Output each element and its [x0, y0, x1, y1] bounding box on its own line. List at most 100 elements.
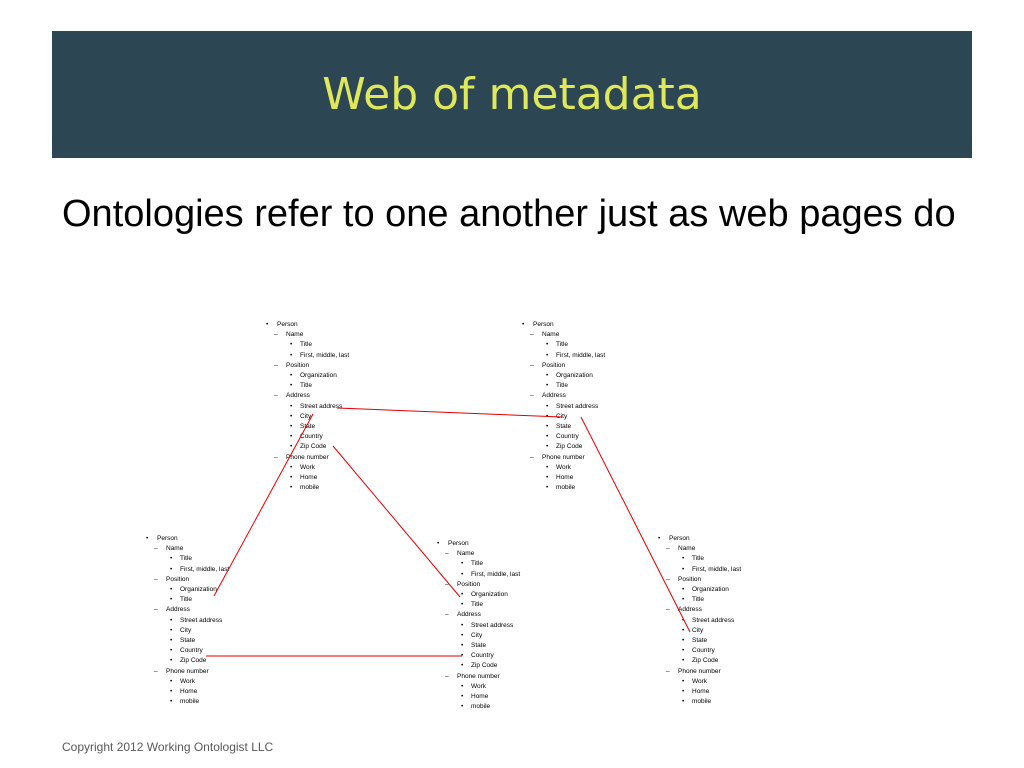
bullet-marker: – — [530, 361, 534, 369]
ontology-item-label: Position — [166, 575, 190, 583]
bullet-marker: • — [290, 382, 293, 390]
ontology-item: •Home — [146, 687, 229, 697]
bullet-marker: • — [170, 565, 173, 573]
ontology-item-label: Zip Code — [471, 662, 498, 670]
bullet-marker: – — [666, 606, 670, 614]
bullet-marker: – — [154, 575, 158, 583]
ontology-item: •Work — [266, 463, 349, 473]
ontology-item-label: State — [692, 637, 708, 645]
ontology-item-label: Phone number — [166, 667, 209, 675]
ontology-item-label: Title — [300, 382, 313, 390]
ontology-item-label: Home — [471, 693, 489, 701]
ontology-item-label: Person — [448, 540, 469, 547]
ontology-item-label: Street address — [471, 621, 514, 629]
ontology-item: –Phone number — [658, 667, 741, 677]
ontology-item: •State — [266, 422, 349, 432]
ontology-item-label: Address — [678, 606, 702, 614]
ontology-item-label: Person — [669, 535, 690, 542]
ontology-item-label: Person — [277, 321, 298, 328]
bullet-marker: • — [546, 402, 549, 410]
ontology-item-label: Street address — [556, 402, 599, 410]
ontology-item: • Home — [266, 473, 349, 483]
ontology-item-label: Zip Code — [692, 657, 719, 665]
ontology-item-label: Work — [692, 677, 708, 685]
ontology-item: –Position — [437, 580, 520, 590]
ontology-item: –Position — [146, 575, 229, 585]
ontology-item-label: Position — [678, 575, 702, 583]
bullet-marker: • — [682, 657, 685, 665]
ontology-item-label: Organization — [471, 591, 508, 599]
bullet-marker: – — [445, 550, 449, 558]
ontology-item-label: Home — [300, 474, 318, 482]
ontology-item: •Title — [437, 559, 520, 569]
ontology-item: •Title — [146, 595, 229, 605]
ontology-item: • First, middle, last — [266, 351, 349, 361]
bullet-marker: • — [461, 591, 464, 599]
ontology-item: •Zip Code — [522, 442, 605, 452]
bullet-marker: • — [461, 703, 464, 711]
bullet-marker: – — [666, 575, 670, 583]
ontology-item-label: Home — [180, 688, 198, 696]
bullet-marker: • — [546, 463, 549, 471]
ontology-item: –Address — [658, 605, 741, 615]
ontology-item-label: Zip Code — [300, 443, 327, 451]
bullet-marker: – — [274, 331, 278, 339]
bullet-marker: • — [522, 321, 525, 328]
ontology-item: •Title — [658, 595, 741, 605]
bullet-marker: – — [445, 580, 449, 588]
ontology-item: •Country — [658, 646, 741, 656]
ontology-top-right: •Person–Name•Title•First, middle, last–P… — [522, 320, 605, 493]
ontology-item: –Address — [146, 605, 229, 615]
bullet-marker: • — [170, 616, 173, 624]
ontology-item: •First, middle, last — [437, 570, 520, 580]
ontology-item: •First, middle, last — [658, 565, 741, 575]
title-bar: Web of metadata — [52, 31, 972, 158]
link-street-to-city — [336, 407, 563, 418]
ontology-item: •Organization — [658, 585, 741, 595]
bullet-marker: – — [154, 606, 158, 614]
bullet-marker: – — [530, 392, 534, 400]
bullet-marker: • — [170, 586, 173, 594]
bullet-marker: • — [290, 433, 293, 441]
bullet-marker: • — [682, 616, 685, 624]
ontology-item-label: Organization — [692, 586, 729, 594]
ontology-item: •First, middle, last — [522, 351, 605, 361]
ontology-item-label: Title — [556, 341, 569, 349]
slide-subtitle: Ontologies refer to one another just as … — [62, 193, 956, 235]
ontology-item-label: Organization — [300, 372, 337, 380]
ontology-item: •mobile — [658, 697, 741, 707]
ontology-item-label: Name — [542, 331, 560, 339]
ontology-item: •Country — [146, 646, 229, 656]
ontology-item: •Person — [437, 539, 520, 549]
bullet-marker: • — [682, 637, 685, 645]
ontology-item: –Phone number — [522, 453, 605, 463]
ontology-item: •Organization — [522, 371, 605, 381]
ontology-item-label: mobile — [300, 484, 320, 492]
ontology-item-label: State — [471, 642, 487, 650]
bullet-marker: • — [290, 341, 293, 349]
ontology-item-label: First, middle, last — [300, 351, 350, 359]
ontology-item-label: First, middle, last — [556, 351, 606, 359]
ontology-item-label: Name — [457, 550, 475, 558]
ontology-item-label: State — [180, 637, 196, 645]
ontology-item: •Zip Code — [266, 442, 349, 452]
ontology-item: •State — [437, 641, 520, 651]
ontology-item-label: Work — [300, 463, 316, 471]
bullet-marker: – — [154, 545, 158, 553]
bullet-marker: • — [461, 560, 464, 568]
bullet-marker: • — [461, 693, 464, 701]
ontology-item-label: Phone number — [286, 453, 329, 461]
bullet-marker: • — [461, 652, 464, 660]
bullet-marker: • — [546, 474, 549, 482]
ontology-item-label: Street address — [180, 616, 223, 624]
bullet-marker: • — [290, 351, 293, 359]
ontology-item-label: Position — [542, 361, 566, 369]
ontology-item: •Zip Code — [146, 656, 229, 666]
bullet-marker: • — [290, 474, 293, 482]
ontology-item-label: Person — [157, 535, 178, 542]
ontology-item-label: Title — [556, 382, 569, 390]
footer-copyright: Copyright 2012 Working Ontologist LLC — [62, 740, 274, 754]
bullet-marker: – — [530, 453, 534, 461]
ontology-item-label: State — [300, 423, 316, 431]
bullet-marker: – — [666, 545, 670, 553]
